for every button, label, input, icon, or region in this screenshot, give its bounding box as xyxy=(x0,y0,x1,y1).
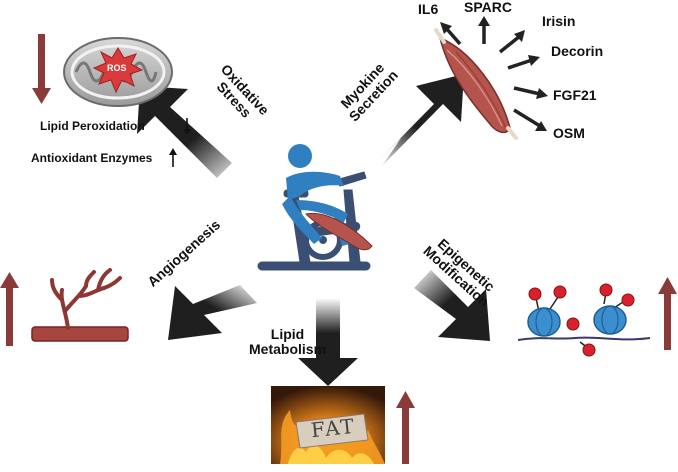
ros-burst-icon xyxy=(92,47,144,94)
label-antioxidant-enzymes: Antioxidant Enzymes xyxy=(31,151,153,165)
fat-burning-image xyxy=(271,386,385,464)
arrow-myokine-secretion xyxy=(373,74,464,166)
mitochondrion-icon xyxy=(63,37,173,107)
arrow-lipid-metabolism xyxy=(298,298,358,386)
myokine-arrows xyxy=(440,16,548,131)
fat-label: FAT xyxy=(309,413,357,443)
up-arrow-antioxidant-enzymes-icon xyxy=(169,148,177,167)
myokine-irisin: Irisin xyxy=(542,13,576,29)
trend-up-arrow-angiogenesis xyxy=(0,272,19,346)
muscle-icon xyxy=(434,28,518,140)
myokine-il6: IL6 xyxy=(418,1,439,17)
trend-down-arrow-oxidative xyxy=(32,34,51,104)
myokine-sparc: SPARC xyxy=(464,0,512,15)
myokine-osm: OSM xyxy=(553,125,585,141)
arrow-angiogenesis xyxy=(168,285,257,340)
down-arrow-lipid-peroxidation-icon xyxy=(183,118,191,135)
ros-label: ROS xyxy=(107,63,127,73)
arrow-epigenetic-modification xyxy=(414,270,490,341)
arrow-oxidative-stress xyxy=(137,86,245,178)
myokine-decorin: Decorin xyxy=(551,43,604,59)
trend-up-arrow-lipid xyxy=(396,391,415,464)
label-lipid-peroxidation: Lipid Peroxidation xyxy=(40,119,145,133)
dna-nucleosome-icon xyxy=(517,283,651,357)
fat-paper-sign xyxy=(295,413,369,449)
myokine-fgf21: FGF21 xyxy=(553,87,597,103)
blood-vessel-icon xyxy=(31,268,129,342)
label-lipid-metabolism: Lipid Metabolism xyxy=(249,326,327,357)
cyclist-on-exercise-bike-icon xyxy=(257,144,373,271)
trend-up-arrow-epigenetic xyxy=(658,277,677,350)
